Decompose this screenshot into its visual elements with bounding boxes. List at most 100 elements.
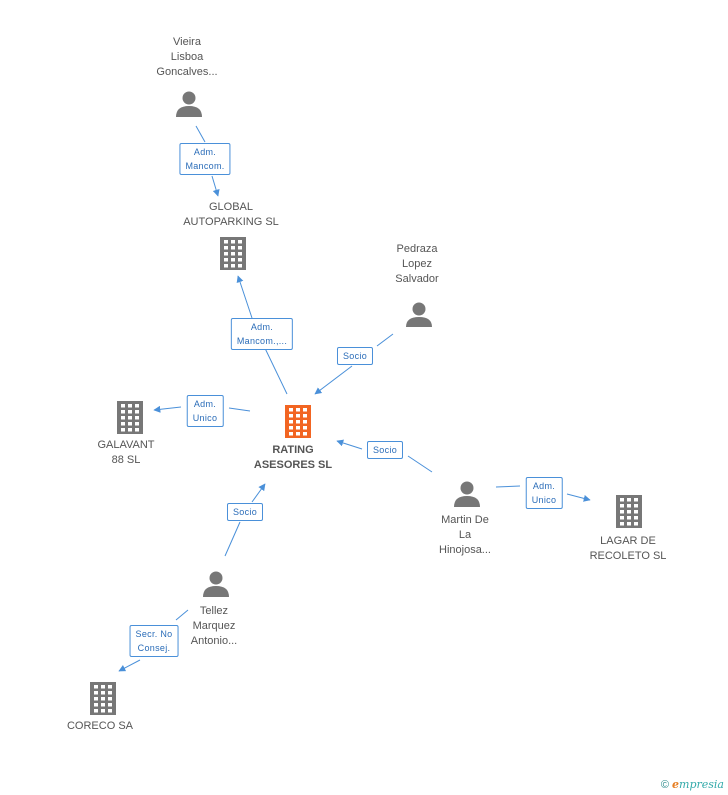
building-window <box>296 414 300 418</box>
building-window <box>108 697 112 701</box>
building-window <box>224 252 228 256</box>
edge-tellez-rating <box>224 484 265 557</box>
building-window <box>289 414 293 418</box>
building-window <box>289 420 293 424</box>
node-label-lagar[interactable]: LAGAR DE RECOLETO SL <box>589 535 667 562</box>
building-window <box>224 258 228 262</box>
edge-label-socio-pedraza: Socio <box>336 347 374 365</box>
node-label-global[interactable]: GLOBAL AUTOPARKING SL <box>183 201 279 228</box>
building-window <box>303 426 307 430</box>
edge-label-adm-unico-lagar: Adm. Unico <box>525 477 563 509</box>
building-window <box>620 510 624 514</box>
building-window <box>634 516 638 520</box>
building-window <box>101 685 105 689</box>
building-window <box>296 408 300 412</box>
brand-logo-e: e <box>672 778 680 791</box>
building-window <box>128 416 132 420</box>
node-label-coreco[interactable]: CORECO SA <box>66 720 134 732</box>
building-window <box>238 252 242 256</box>
building-window <box>121 410 125 414</box>
edge-label-adm-unico-galavant: Adm. Unico <box>186 395 224 427</box>
building-window <box>303 414 307 418</box>
building-window <box>101 709 105 713</box>
building-window <box>94 709 98 713</box>
building-window <box>135 428 139 432</box>
node-label-martin[interactable]: Martin De La Hinojosa... <box>439 514 491 556</box>
building-window <box>231 252 235 256</box>
building-window <box>627 522 631 526</box>
building-window <box>108 685 112 689</box>
building-window <box>231 264 235 268</box>
building-window <box>296 420 300 424</box>
person-icon-martin <box>454 481 480 507</box>
edge-label-socio-martin: Socio <box>366 441 404 459</box>
building-window <box>101 691 105 695</box>
node-label-tellez[interactable]: Tellez Marquez Antonio... <box>190 605 238 647</box>
building-window <box>121 422 125 426</box>
building-window <box>101 703 105 707</box>
brand-logo-text: mpresia <box>679 778 724 791</box>
building-window <box>128 404 132 408</box>
building-window <box>627 504 631 508</box>
building-window <box>108 703 112 707</box>
building-window <box>101 697 105 701</box>
building-window <box>231 240 235 244</box>
building-window <box>303 420 307 424</box>
node-label-rating[interactable]: RATING ASESORES SL <box>253 444 333 471</box>
edge-rating-galavant <box>154 407 251 411</box>
building-window <box>289 426 293 430</box>
building-window <box>620 516 624 520</box>
edge-label-adm-mancom: Adm. Mancom. <box>179 143 231 175</box>
person-icon-pedraza <box>406 302 432 327</box>
building-window <box>296 432 300 436</box>
building-window <box>634 510 638 514</box>
edge-rating-global <box>238 276 288 395</box>
edge-label-adm-mancom-multi: Adm. Mancom.,... <box>230 318 294 350</box>
building-window <box>627 516 631 520</box>
node-label-vieira[interactable]: Vieira Lisboa Goncalves... <box>156 36 218 78</box>
building-window <box>128 410 132 414</box>
building-window <box>634 522 638 526</box>
building-window <box>128 422 132 426</box>
building-window <box>94 685 98 689</box>
node-label-pedraza[interactable]: Pedraza Lopez Salvador <box>395 243 439 285</box>
building-window <box>620 498 624 502</box>
edge-martin-rating <box>337 441 433 473</box>
building-window <box>627 498 631 502</box>
footer-brand: © empresia <box>661 778 724 791</box>
building-window <box>620 522 624 526</box>
edge-martin-lagar <box>495 485 590 500</box>
building-window <box>231 246 235 250</box>
copyright-icon: © <box>660 779 669 791</box>
building-window <box>121 404 125 408</box>
edge-pedraza-rating <box>315 333 394 394</box>
building-window <box>289 432 293 436</box>
edge-label-socio-tellez: Socio <box>226 503 264 521</box>
building-window <box>634 498 638 502</box>
building-window <box>94 697 98 701</box>
building-window <box>620 504 624 508</box>
building-window <box>238 258 242 262</box>
person-icon-tellez <box>203 571 229 597</box>
building-window <box>135 410 139 414</box>
edge-tellez-coreco <box>119 609 189 671</box>
building-window <box>94 691 98 695</box>
building-window <box>238 264 242 268</box>
building-window <box>135 416 139 420</box>
building-window <box>303 432 307 436</box>
building-window <box>135 422 139 426</box>
building-window <box>224 246 228 250</box>
building-window <box>108 691 112 695</box>
building-window <box>238 246 242 250</box>
edge-label-secr-no-consej: Secr. No Consej. <box>129 625 179 657</box>
building-window <box>238 240 242 244</box>
building-window <box>128 428 132 432</box>
building-window <box>108 709 112 713</box>
node-label-galavant[interactable]: GALAVANT 88 SL <box>97 439 155 466</box>
building-window <box>224 240 228 244</box>
building-window <box>224 264 228 268</box>
building-window <box>627 510 631 514</box>
building-window <box>121 428 125 432</box>
building-window <box>121 416 125 420</box>
